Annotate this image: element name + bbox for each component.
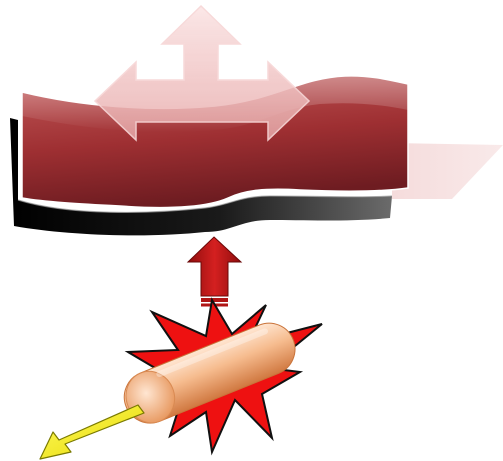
four-way-arrow-icon [95,6,309,140]
diagonal-arrow-icon [40,405,144,459]
up-arrow-icon [188,237,241,307]
